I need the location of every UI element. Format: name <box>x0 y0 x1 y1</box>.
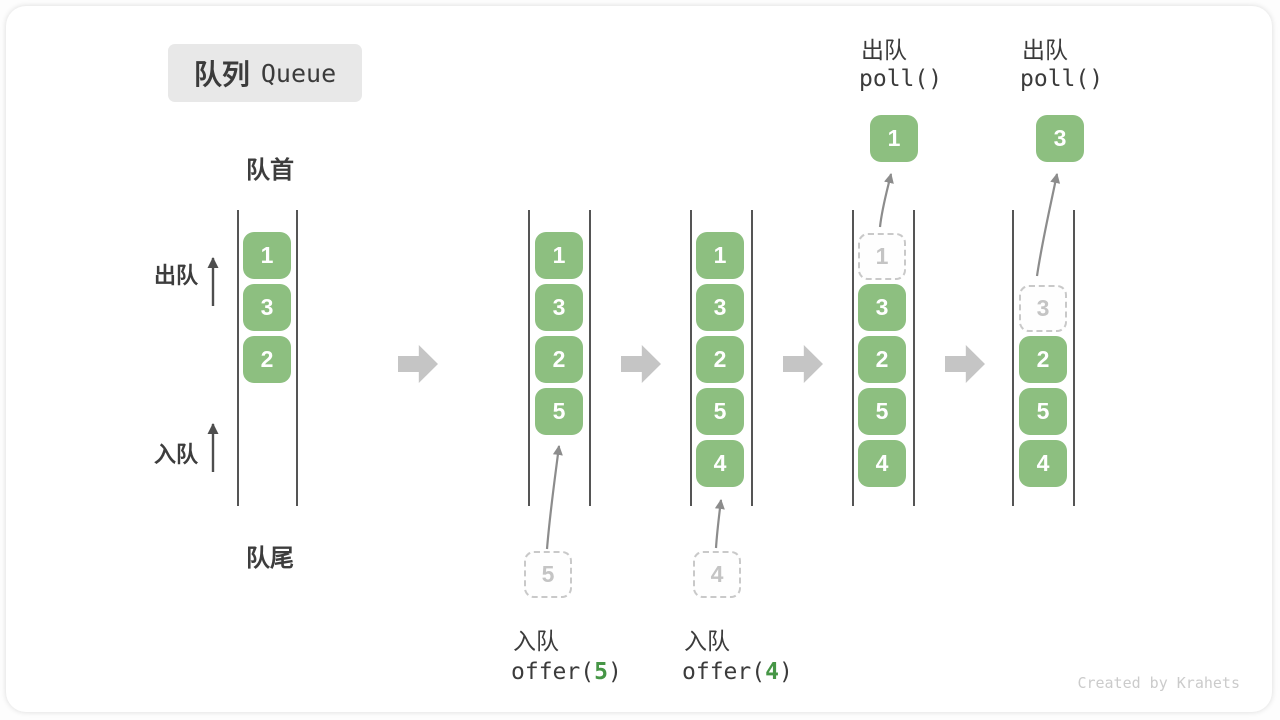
channel-line <box>913 210 915 506</box>
queue-cell: 2 <box>1019 336 1067 383</box>
channel-line <box>690 210 692 506</box>
code-post: ) <box>778 659 793 685</box>
title-english: Queue <box>260 58 337 88</box>
ghost-cell: 1 <box>858 233 906 280</box>
enqueue-op-label: 入队 <box>513 628 559 654</box>
queue-cell: 1 <box>243 232 291 279</box>
queue-cell: 4 <box>858 440 906 487</box>
queue-cell: 2 <box>858 336 906 383</box>
queue-cell: 3 <box>858 284 906 331</box>
pending-cell: 4 <box>693 551 741 598</box>
queue-cell: 2 <box>696 336 744 383</box>
queue-cell: 5 <box>1019 388 1067 435</box>
queue-cell: 2 <box>535 336 583 383</box>
dequeue-op-label: 出队 <box>1022 37 1068 63</box>
enqueue-op-label: 入队 <box>684 628 730 654</box>
channel-line <box>1073 210 1075 506</box>
popped-cell: 3 <box>1036 115 1084 162</box>
code-pre: offer( <box>682 659 766 685</box>
channel-line <box>852 210 854 506</box>
queue-cell: 5 <box>858 388 906 435</box>
title-badge: 队列 Queue <box>168 44 362 102</box>
queue-cell: 5 <box>535 388 583 435</box>
channel-line <box>237 210 239 506</box>
queue-cell: 5 <box>696 388 744 435</box>
enqueue-side-label: 入队 <box>153 442 198 467</box>
enqueue-op-code: offer(4) <box>682 659 793 685</box>
queue-cell: 3 <box>243 284 291 331</box>
dequeue-side-label: 出队 <box>153 263 198 288</box>
dequeue-op-code: poll() <box>1020 66 1104 92</box>
queue-front-label: 队首 <box>246 157 294 184</box>
channel-line <box>296 210 298 506</box>
queue-cell: 3 <box>535 284 583 331</box>
queue-cell: 4 <box>696 440 744 487</box>
channel-line <box>528 210 530 506</box>
code-arg: 5 <box>594 659 608 685</box>
code-pre: offer( <box>511 659 595 685</box>
ghost-cell: 3 <box>1019 285 1067 332</box>
dequeue-op-code: poll() <box>859 66 943 92</box>
queue-cell: 1 <box>535 232 583 279</box>
popped-cell: 1 <box>870 115 918 162</box>
pending-cell: 5 <box>524 551 572 598</box>
queue-rear-label: 队尾 <box>246 545 294 572</box>
queue-cell: 1 <box>696 232 744 279</box>
channel-line <box>1012 210 1014 506</box>
watermark: Created by Krahets <box>1077 674 1240 692</box>
channel-line <box>589 210 591 506</box>
dequeue-op-label: 出队 <box>861 37 907 63</box>
enqueue-op-code: offer(5) <box>511 659 622 685</box>
queue-cell: 4 <box>1019 440 1067 487</box>
queue-cell: 3 <box>696 284 744 331</box>
queue-cell: 2 <box>243 336 291 383</box>
channel-line <box>751 210 753 506</box>
code-arg: 4 <box>765 659 779 685</box>
code-post: ) <box>607 659 622 685</box>
title-chinese: 队列 <box>193 59 250 90</box>
